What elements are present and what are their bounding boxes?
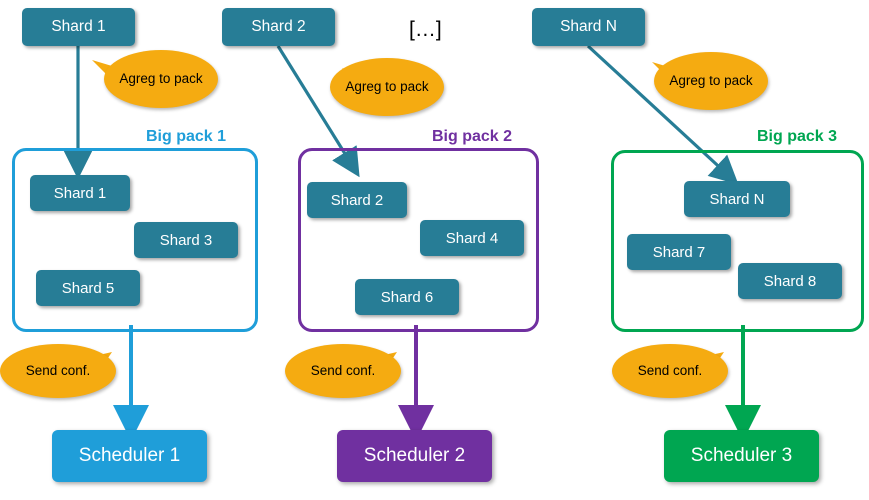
top-shard-2[interactable]: Shard 2: [222, 8, 335, 46]
ellipsis-marker: […]: [409, 18, 442, 42]
callout-agreg-1: Agreg to pack: [104, 50, 218, 108]
top-shard-1[interactable]: Shard 1: [22, 8, 135, 46]
pack-2-shard-2[interactable]: Shard 4: [420, 220, 524, 256]
scheduler-3-label: Scheduler 3: [690, 445, 793, 466]
pack-2-shard-3-label: Shard 6: [380, 288, 434, 306]
callout-send-3: Send conf.: [612, 344, 728, 398]
pack-1-shard-3[interactable]: Shard 5: [36, 270, 140, 306]
pack-1-shard-1-label: Shard 1: [53, 184, 107, 202]
pack-3-shard-3[interactable]: Shard 8: [738, 263, 842, 299]
top-shard-1-label: Shard 1: [51, 18, 106, 35]
scheduler-2-label: Scheduler 2: [363, 445, 466, 466]
callout-send-3-label: Send conf.: [637, 363, 703, 379]
pack-3-shard-3-label: Shard 8: [763, 272, 817, 290]
pack-3-shard-2-label: Shard 7: [652, 243, 706, 261]
pack-2-shard-3[interactable]: Shard 6: [355, 279, 459, 315]
callout-agreg-2-label: Agreg to pack: [345, 79, 429, 95]
scheduler-1[interactable]: Scheduler 1: [52, 430, 207, 482]
pack-2-label: Big pack 2: [432, 128, 512, 146]
pack-2-frame: [298, 148, 539, 332]
callout-agreg-1-label: Agreg to pack: [119, 71, 203, 87]
pack-2-shard-1[interactable]: Shard 2: [307, 182, 407, 218]
pack-2-label-text: Big pack 2: [432, 128, 513, 145]
pack-1-shard-2-label: Shard 3: [159, 231, 213, 249]
pack-1-shard-2[interactable]: Shard 3: [134, 222, 238, 258]
pack-1-shard-1[interactable]: Shard 1: [30, 175, 130, 211]
pack-1-shard-3-label: Shard 5: [61, 279, 115, 297]
pack-3-label: Big pack 3: [757, 128, 837, 146]
arrow-shardN-to-pack3: [586, 44, 739, 185]
pack-3-shard-2[interactable]: Shard 7: [627, 234, 731, 270]
callout-send-1-label: Send conf.: [25, 363, 91, 379]
pack-3-shard-1-label: Shard N: [709, 190, 765, 208]
callout-agreg-3: Agreg to pack: [654, 52, 768, 110]
pack-1-label-text: Big pack 1: [146, 128, 227, 145]
pack-1-label: Big pack 1: [146, 128, 226, 146]
top-shard-2-label: Shard 2: [251, 18, 306, 35]
callout-send-1: Send conf.: [0, 344, 116, 398]
pack-3-frame: [611, 150, 864, 332]
pack-3-shard-1[interactable]: Shard N: [684, 181, 790, 217]
callout-agreg-2: Agreg to pack: [330, 58, 444, 116]
callout-send-2-label: Send conf.: [310, 363, 376, 379]
callout-send-2: Send conf.: [285, 344, 401, 398]
pack-2-shard-2-label: Shard 4: [445, 229, 499, 247]
arrow-shard2-to-pack2: [276, 45, 360, 178]
ellipsis-label: […]: [409, 18, 442, 41]
callout-agreg-3-label: Agreg to pack: [669, 73, 753, 89]
scheduler-1-label: Scheduler 1: [78, 445, 181, 466]
top-shard-n[interactable]: Shard N: [532, 8, 645, 46]
scheduler-3[interactable]: Scheduler 3: [664, 430, 819, 482]
top-shard-n-label: Shard N: [560, 18, 617, 35]
pack-3-label-text: Big pack 3: [757, 128, 838, 145]
pack-1-frame: [12, 148, 258, 332]
scheduler-2[interactable]: Scheduler 2: [337, 430, 492, 482]
pack-2-shard-1-label: Shard 2: [330, 191, 384, 209]
